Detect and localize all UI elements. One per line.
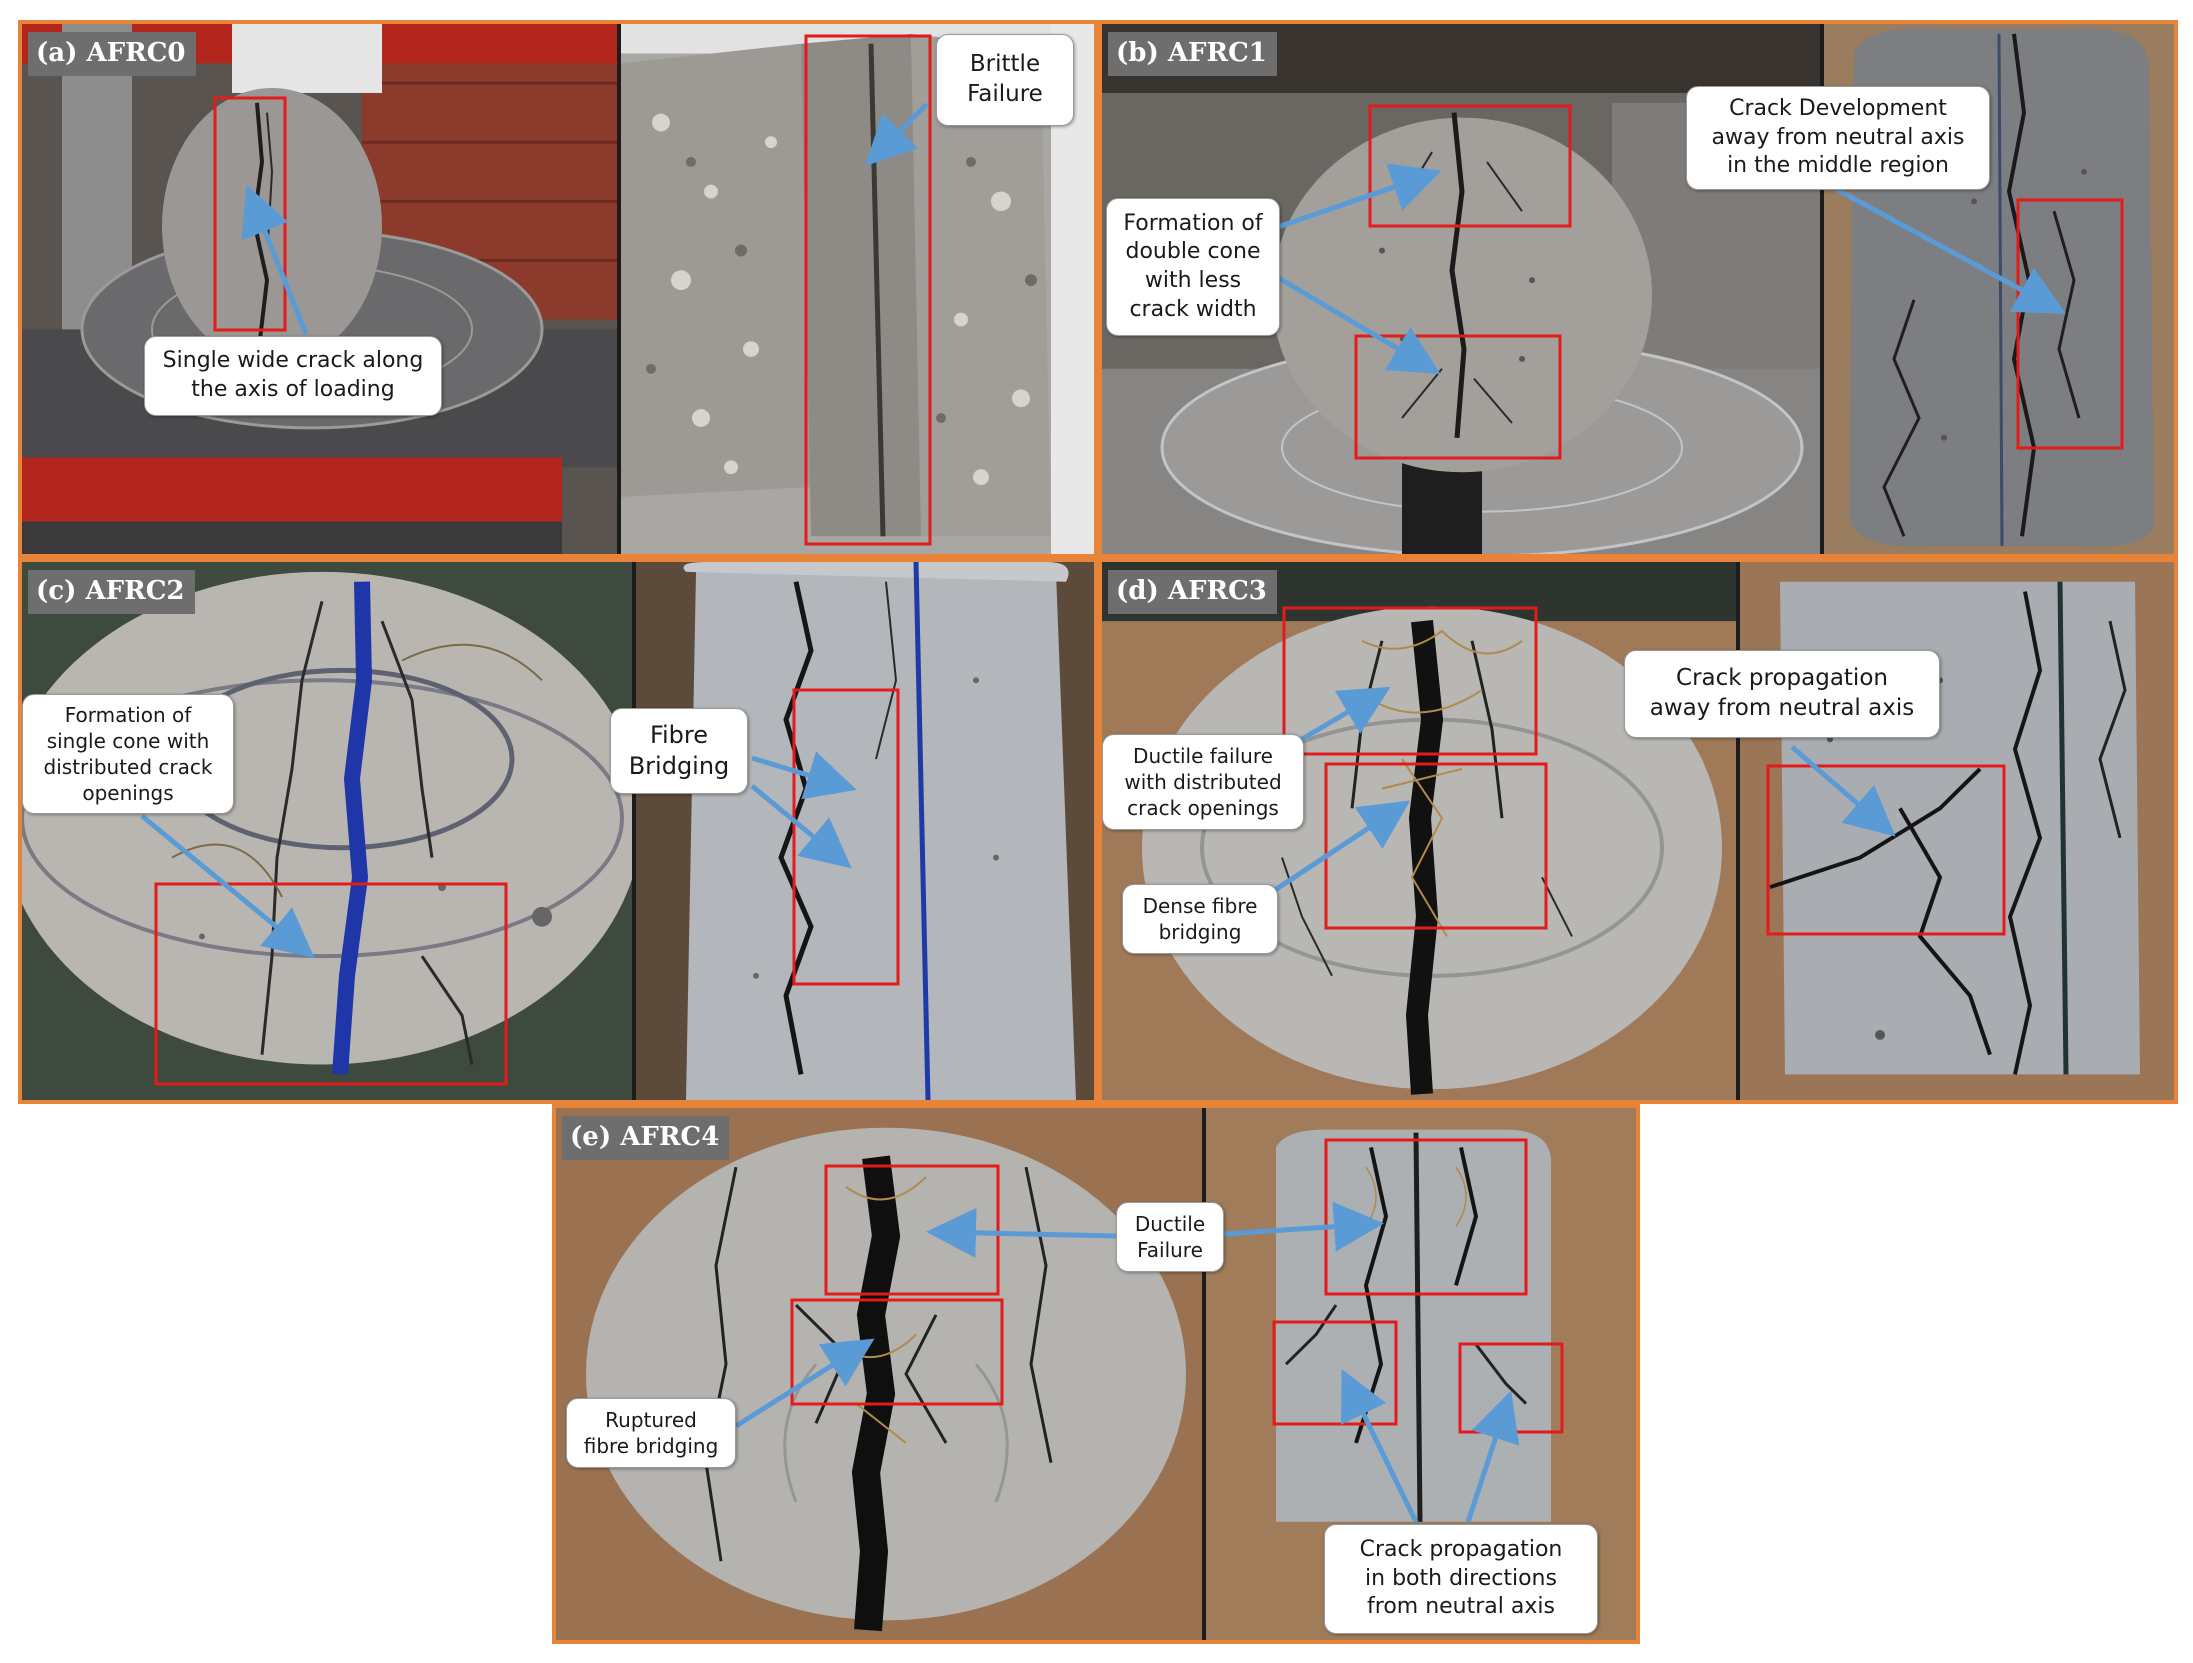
- callout-ductile-failure: Ductile Failure: [1116, 1202, 1224, 1272]
- photo-divider: [632, 562, 636, 1100]
- panel-b: (b) AFRC1: [1098, 20, 2178, 558]
- callout-crack-development: Crack Development away from neutral axis…: [1686, 86, 1990, 190]
- callout-single-cone: Formation of single cone with distribute…: [22, 694, 234, 814]
- callout-ruptured-fibre-bridging: Ruptured fibre bridging: [566, 1398, 736, 1468]
- panel-a: (a) AFRC0: [18, 20, 1098, 558]
- photo-specimen-end-view: [556, 1108, 1202, 1640]
- callout-crack-propagation: Crack propagation away from neutral axis: [1624, 650, 1940, 738]
- photo-divider: [1736, 562, 1740, 1100]
- callout-double-cone: Formation of double cone with less crack…: [1106, 198, 1280, 336]
- panel-label: (e) AFRC4: [562, 1116, 730, 1160]
- callout-ductile-failure: Ductile failure with distributed crack o…: [1102, 734, 1304, 830]
- photo-specimen-side-view: [1740, 562, 2174, 1100]
- panel-label: (d) AFRC3: [1108, 570, 1277, 614]
- photo-specimen-end-view: [1102, 562, 1736, 1100]
- callout-dense-fibre-bridging: Dense fibre bridging: [1122, 884, 1278, 954]
- panel-e: (e) AFRC4: [552, 1104, 1640, 1644]
- photo-divider: [1202, 1108, 1206, 1640]
- panel-d: (d) AFRC3: [1098, 558, 2178, 1104]
- photo-divider: [617, 24, 621, 554]
- callout-brittle-failure: Brittle Failure: [936, 34, 1074, 126]
- callout-fibre-bridging: Fibre Bridging: [610, 708, 748, 794]
- callout-single-wide-crack: Single wide crack along the axis of load…: [144, 336, 442, 416]
- photo-specimen-end-view: [22, 24, 617, 554]
- panel-label: (b) AFRC1: [1108, 32, 1277, 76]
- photo-divider: [1820, 24, 1824, 554]
- photo-specimen-end-view: [22, 562, 632, 1100]
- panel-label: (a) AFRC0: [28, 32, 196, 76]
- photo-specimen-side-view: [636, 562, 1094, 1100]
- callout-crack-propagation: Crack propagation in both directions fro…: [1324, 1524, 1598, 1634]
- panel-label: (c) AFRC2: [28, 570, 195, 614]
- panel-c: (c) AFRC2: [18, 558, 1098, 1104]
